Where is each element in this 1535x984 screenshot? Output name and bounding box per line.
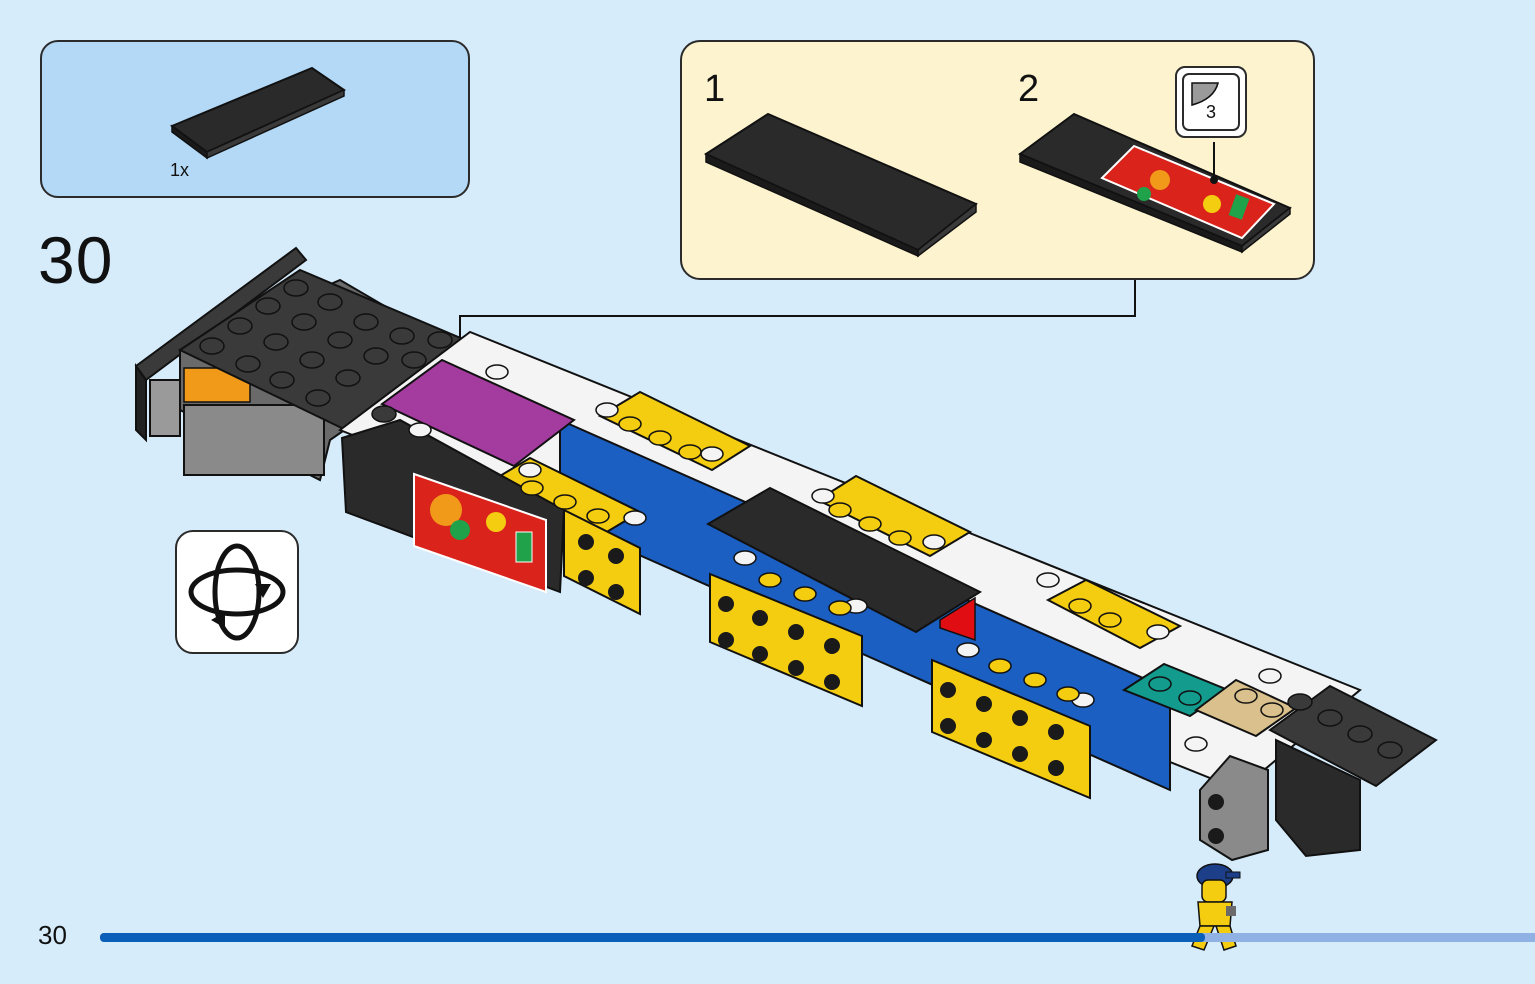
sticker-callout: 3 xyxy=(1175,66,1247,138)
progress-bar xyxy=(100,933,1535,942)
substep-1-label: 1 xyxy=(704,68,726,110)
subassembly-box: 1 2 xyxy=(680,40,1315,280)
black-tile-center xyxy=(705,486,983,634)
progress-bar-fill xyxy=(100,933,1205,942)
tile-2x6-icon xyxy=(169,66,347,160)
rotate-model-icon xyxy=(188,543,286,641)
substep-2-label: 2 xyxy=(1018,68,1040,110)
tile-2x6-substep1 xyxy=(703,112,978,258)
rotate-model-box xyxy=(175,530,299,654)
step-number: 30 xyxy=(38,223,114,297)
tile-with-sticker-substep2 xyxy=(1017,112,1292,254)
magenta-tile xyxy=(380,358,576,468)
parts-list-box: 1x xyxy=(40,40,470,198)
sticker-number: 3 xyxy=(1205,102,1216,122)
subassembly-illustration xyxy=(703,112,1292,258)
part-quantity: 1x xyxy=(170,160,190,180)
yellow-plate-2 xyxy=(709,572,863,708)
sticker-icon xyxy=(1191,82,1219,106)
page-number: 30 xyxy=(38,920,67,950)
